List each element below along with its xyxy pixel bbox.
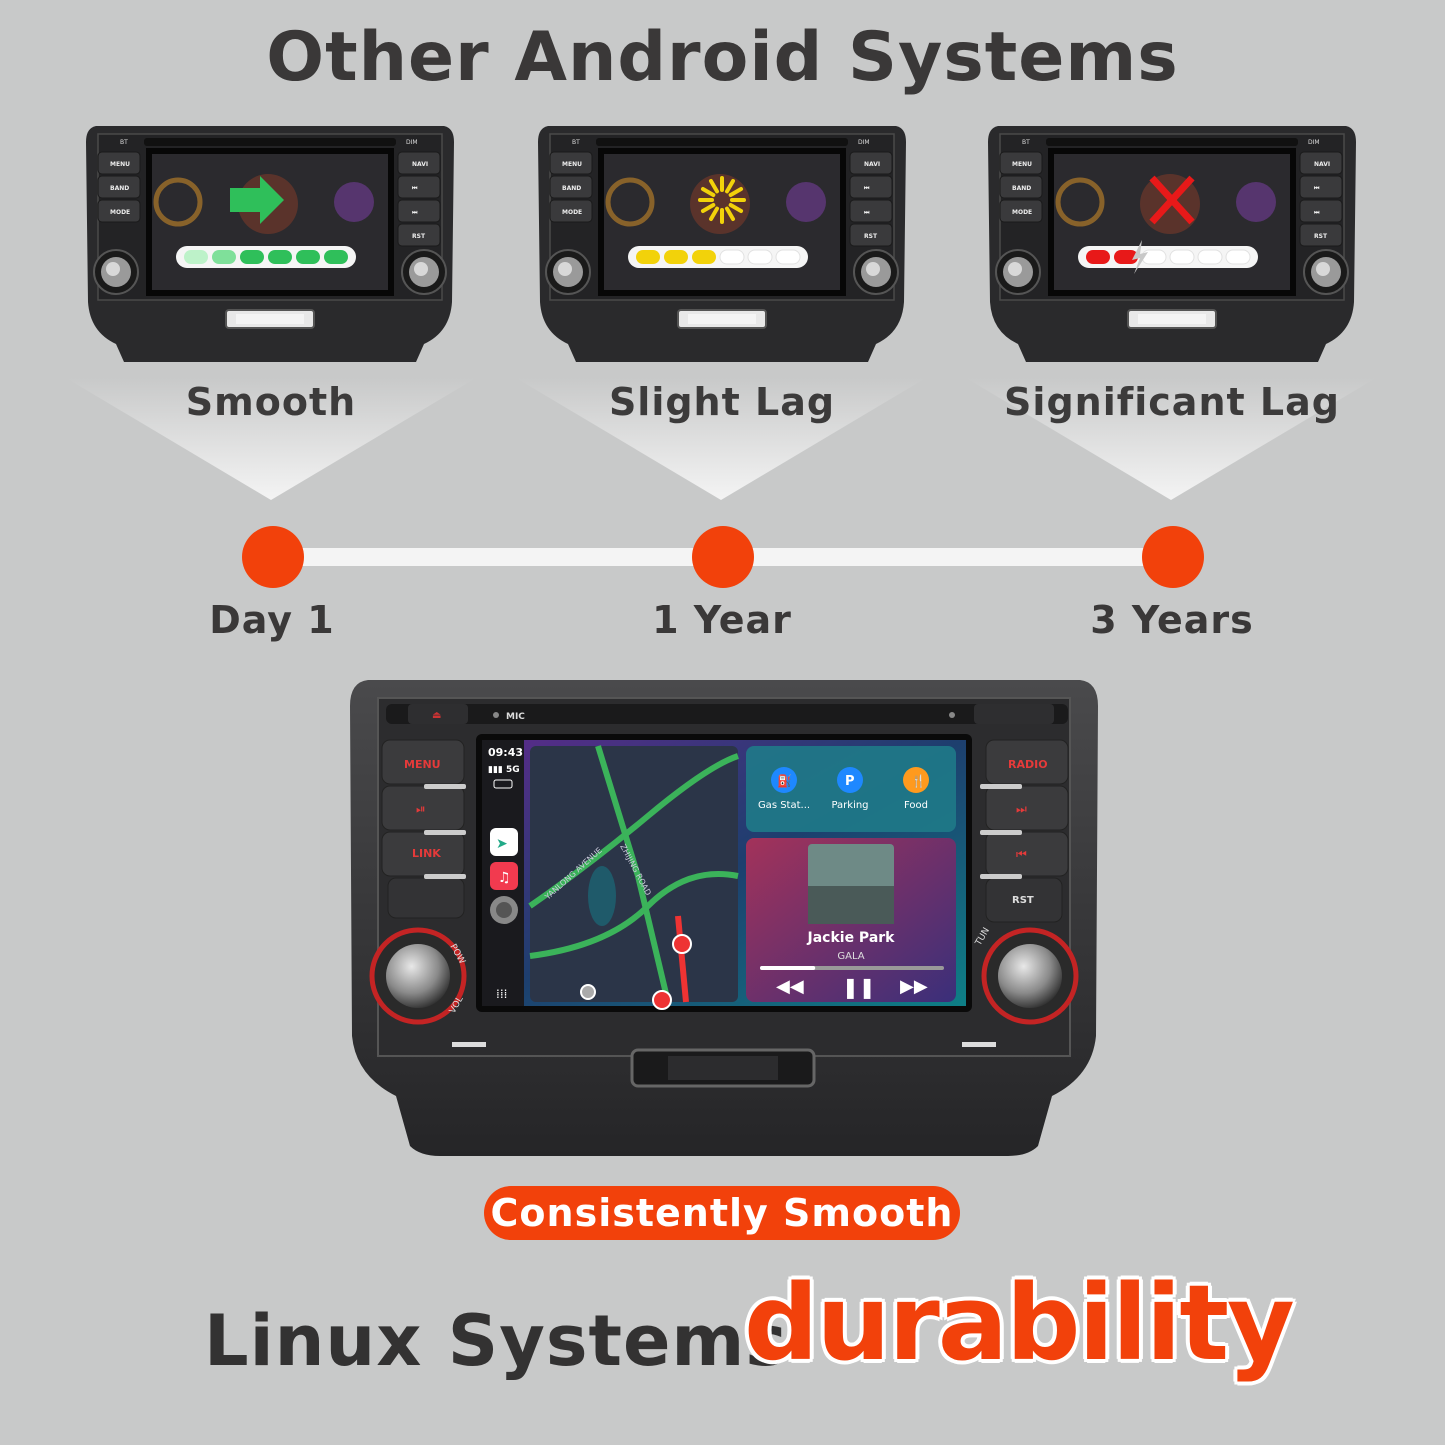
timeline-dot [692, 526, 754, 588]
performance-segment [1169, 249, 1195, 265]
timeline-label-1year: 1 Year [652, 598, 792, 642]
unit-button-label: MODE [1012, 209, 1032, 216]
shortcut-label: Food [904, 800, 928, 811]
head-unit-1year: BT DIM MENU BAND MODE NAVI ⏮ ⏭ RST [536, 122, 908, 367]
performance-segment [636, 250, 660, 264]
stage-label-smooth: Smooth [185, 380, 357, 424]
svg-text:BT: BT [1022, 139, 1030, 146]
linux-head-unit: ⏏ MIC MENU ⏯ LINK RADIO ⏭ ⏮ RST POW VOL … [348, 676, 1100, 1158]
performance-segment [268, 250, 292, 264]
performance-segment [1141, 249, 1167, 265]
svg-text:RADIO: RADIO [1008, 758, 1048, 771]
performance-segment [1197, 249, 1223, 265]
head-unit-day1: BT DIM MENU BAND MODE NAVI ⏮ ⏭ RST [84, 122, 456, 367]
footer-durability: durability [744, 1262, 1295, 1384]
svg-text:DIM: DIM [858, 139, 870, 146]
timeline-label-day1: Day 1 [209, 598, 335, 642]
mic-label: MIC [506, 712, 525, 722]
pause-icon: ❚❚ [842, 975, 876, 999]
unit-button-label: ⏮ [1314, 185, 1320, 192]
svg-text:BT: BT [572, 139, 580, 146]
shortcut-label: Gas Stat... [758, 800, 810, 811]
performance-segment [719, 249, 745, 265]
rewind-icon: ◀◀ [776, 976, 804, 997]
parking-icon: P [845, 774, 855, 789]
stage-label-significant-lag: Significant Lag [1004, 380, 1340, 424]
unit-button-label: NAVI [864, 161, 880, 168]
footer-linux-systems: Linux Systems [204, 1300, 789, 1382]
stage-label-slight-lag: Slight Lag [608, 380, 836, 424]
unit-button-label: ⏮ [864, 185, 870, 192]
svg-text:DIM: DIM [1308, 139, 1320, 146]
svg-text:⏮: ⏮ [1016, 847, 1027, 861]
status-time: 09:43 [488, 746, 523, 759]
funnel-shape [516, 378, 926, 500]
page-title: Other Android Systems [266, 18, 1179, 97]
performance-segment [296, 250, 320, 264]
performance-segment [775, 249, 801, 265]
fast-forward-icon: ▶▶ [900, 976, 928, 997]
performance-segment [240, 250, 264, 264]
performance-segment [184, 250, 208, 264]
head-unit-3years: BT DIM MENU BAND MODE NAVI ⏮ ⏭ RST [986, 122, 1358, 367]
unit-button-label: BAND [562, 185, 581, 192]
link-button-label: LINK [412, 847, 441, 860]
unit-button-label: MODE [110, 209, 130, 216]
unit-button-label: MENU [1012, 161, 1032, 168]
food-icon: 🍴 [911, 774, 926, 788]
timeline-label-3years: 3 Years [1090, 598, 1254, 642]
performance-segment [324, 250, 348, 264]
performance-segment [692, 250, 716, 264]
gas-station-icon: ⛽ [777, 774, 792, 788]
music-app-icon: ♫ [498, 870, 511, 886]
unit-button-label: BAND [110, 185, 129, 192]
timeline-dot [1142, 526, 1204, 588]
track-album: GALA [837, 951, 864, 962]
timeline-dot [242, 526, 304, 588]
unit-button-label: ⏭ [864, 209, 870, 216]
consistently-smooth-badge: Consistently Smooth [484, 1186, 960, 1240]
svg-text:▮▮▮ 5G: ▮▮▮ 5G [488, 765, 520, 775]
performance-segment [1114, 250, 1138, 264]
playback-progress [760, 966, 816, 970]
performance-segment [212, 250, 236, 264]
unit-button-label: ⏭ [1314, 209, 1320, 216]
green-arrow-icon [230, 176, 284, 224]
svg-text:⏭: ⏭ [1016, 802, 1027, 816]
unit-button-label: ⏭ [412, 209, 418, 216]
maps-app-icon: ➤ [496, 836, 508, 852]
unit-button-label: ⏮ [412, 185, 418, 192]
unit-button-label: RST [864, 233, 878, 240]
play-pause-button-label: ⏯ [416, 802, 426, 816]
performance-segment [1086, 250, 1110, 264]
lightning-icon [1132, 240, 1148, 274]
performance-segment [664, 250, 688, 264]
app-grid-icon: ⁞⁞⁞ [496, 987, 507, 1001]
unit-button-label: MODE [562, 209, 582, 216]
unit-button-label: RST [412, 233, 426, 240]
menu-button-label: MENU [404, 758, 441, 771]
svg-text:BT: BT [120, 139, 128, 146]
svg-text:RST: RST [1012, 895, 1034, 906]
unit-button-label: MENU [110, 161, 130, 168]
loading-spinner-icon [698, 176, 746, 224]
funnel-shape [966, 378, 1376, 500]
unit-button-label: MENU [562, 161, 582, 168]
unit-button-label: NAVI [1314, 161, 1330, 168]
unit-button-label: BAND [1012, 185, 1031, 192]
unit-button-label: RST [1314, 233, 1328, 240]
unit-button-label: NAVI [412, 161, 428, 168]
red-x-icon [1149, 175, 1195, 225]
svg-text:⏏: ⏏ [432, 710, 441, 721]
performance-segment [747, 249, 773, 265]
funnel-shape [66, 378, 476, 500]
performance-segment [1225, 249, 1251, 265]
svg-text:DIM: DIM [406, 139, 418, 146]
shortcut-label: Parking [831, 800, 868, 811]
track-artist: Jackie Park [807, 930, 896, 946]
